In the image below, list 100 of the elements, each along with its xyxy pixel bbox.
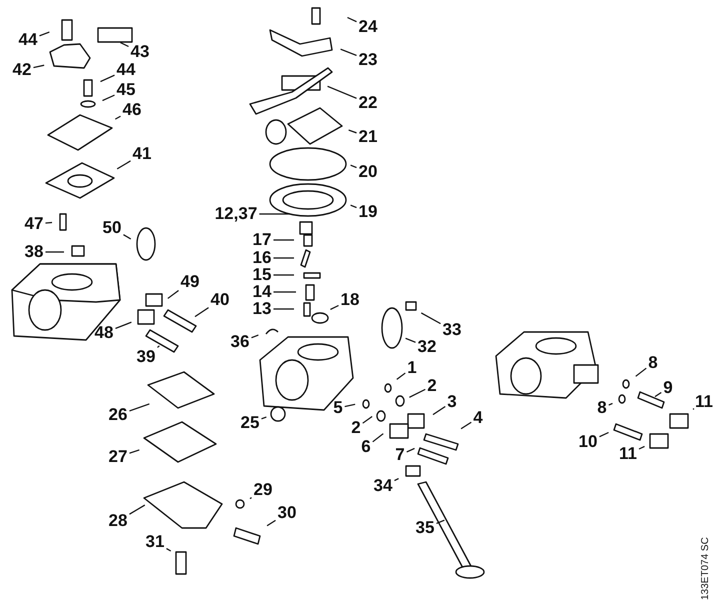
callout-number: 34 — [374, 477, 392, 495]
callout-number: 44 — [18, 31, 38, 49]
callout-number: 5 — [333, 399, 343, 417]
leader-line — [436, 520, 445, 524]
leader-line — [599, 432, 609, 438]
leader-line — [432, 406, 446, 416]
callout-number: 7 — [395, 446, 405, 464]
leader-line — [350, 204, 357, 208]
callout-number: 11 — [695, 393, 713, 411]
leader-line — [266, 520, 276, 526]
callout-number: 45 — [116, 81, 136, 99]
leader-line — [102, 94, 115, 102]
leader-line — [638, 446, 645, 450]
callout-number: 11 — [619, 445, 637, 463]
callout-number: 4 — [473, 409, 483, 427]
leader-line — [39, 32, 50, 36]
leader-line — [129, 449, 140, 454]
callout-number: 25 — [240, 414, 260, 432]
leader-line — [350, 164, 357, 168]
callout-number: 17 — [252, 231, 272, 249]
leader-line — [45, 222, 52, 224]
leader-line — [273, 274, 294, 276]
callout-number: 44 — [116, 61, 136, 79]
leader-line — [116, 160, 131, 170]
leader-line — [167, 290, 179, 299]
leader-line — [372, 433, 384, 442]
callout-number: 8 — [597, 399, 607, 417]
leader-line — [123, 234, 132, 240]
callout-number: 50 — [102, 219, 122, 237]
leader-line — [348, 129, 357, 134]
leader-line — [194, 307, 209, 318]
leader-line — [330, 304, 339, 310]
callout-number: 6 — [361, 438, 371, 456]
callout-number: 41 — [132, 145, 152, 163]
callout-number: 30 — [278, 504, 296, 522]
callout-number: 48 — [94, 324, 114, 342]
callout-number: 21 — [358, 128, 378, 146]
callout-number: 18 — [340, 291, 360, 309]
callout-number: 33 — [442, 321, 462, 339]
callout-number: 26 — [108, 406, 128, 424]
leader-line — [120, 42, 129, 48]
callout-number: 13 — [252, 300, 272, 318]
leader-line — [347, 16, 357, 22]
leader-line — [394, 478, 399, 482]
callout-number: 12,37 — [214, 205, 258, 223]
callout-number: 39 — [136, 348, 156, 366]
callout-number: 8 — [648, 354, 658, 372]
leader-line — [635, 368, 647, 377]
leader-line — [250, 497, 252, 500]
callout-number: 40 — [210, 291, 230, 309]
callout-number: 10 — [578, 433, 598, 451]
leader-line — [166, 548, 172, 552]
leader-line — [405, 338, 416, 343]
callout-number: 15 — [252, 266, 272, 284]
leader-line — [273, 308, 294, 310]
callout-number: 46 — [122, 101, 142, 119]
callout-number: 31 — [146, 533, 164, 551]
callout-number: 32 — [418, 338, 436, 356]
leader-line — [45, 251, 64, 253]
callout-number: 9 — [663, 379, 673, 397]
callout-number: 42 — [12, 61, 32, 79]
callout-number: 27 — [108, 448, 128, 466]
callout-number: 24 — [358, 18, 378, 36]
leader-line — [654, 392, 662, 398]
callout-number: 49 — [180, 273, 200, 291]
leader-line — [273, 291, 296, 293]
leader-line — [340, 48, 357, 56]
leader-line — [420, 312, 441, 324]
callout-number: 19 — [358, 203, 378, 221]
callout-number: 20 — [358, 163, 378, 181]
leader-line — [409, 388, 426, 398]
callout-number: 2 — [427, 377, 437, 395]
leader-line — [608, 402, 613, 406]
leader-line — [115, 322, 132, 330]
leader-line — [259, 213, 290, 215]
leader-line — [251, 334, 259, 338]
leader-line — [129, 403, 150, 412]
callout-number: 16 — [252, 249, 272, 267]
leader-line — [114, 116, 121, 120]
leader-line — [273, 257, 294, 259]
leader-line — [100, 74, 115, 82]
callout-number: 28 — [108, 512, 128, 530]
callout-number: 35 — [416, 519, 434, 537]
callout-number: 1 — [407, 359, 417, 377]
callout-number: 14 — [252, 283, 272, 301]
callout-number: 36 — [230, 333, 250, 351]
leader-line — [33, 64, 44, 68]
leader-line — [157, 345, 160, 348]
leader-line — [261, 416, 267, 420]
callout-number: 23 — [358, 51, 378, 69]
callout-number: 29 — [254, 481, 272, 499]
leader-line — [692, 408, 694, 410]
callout-number: 43 — [130, 43, 150, 61]
leader-line — [129, 504, 146, 515]
leader-line — [273, 239, 294, 241]
callout-number: 2 — [351, 419, 361, 437]
leader-line — [460, 422, 472, 430]
callout-number: 38 — [24, 243, 44, 261]
drawing-code: 133ET074 SC — [700, 537, 711, 600]
callout-number: 3 — [447, 393, 457, 411]
